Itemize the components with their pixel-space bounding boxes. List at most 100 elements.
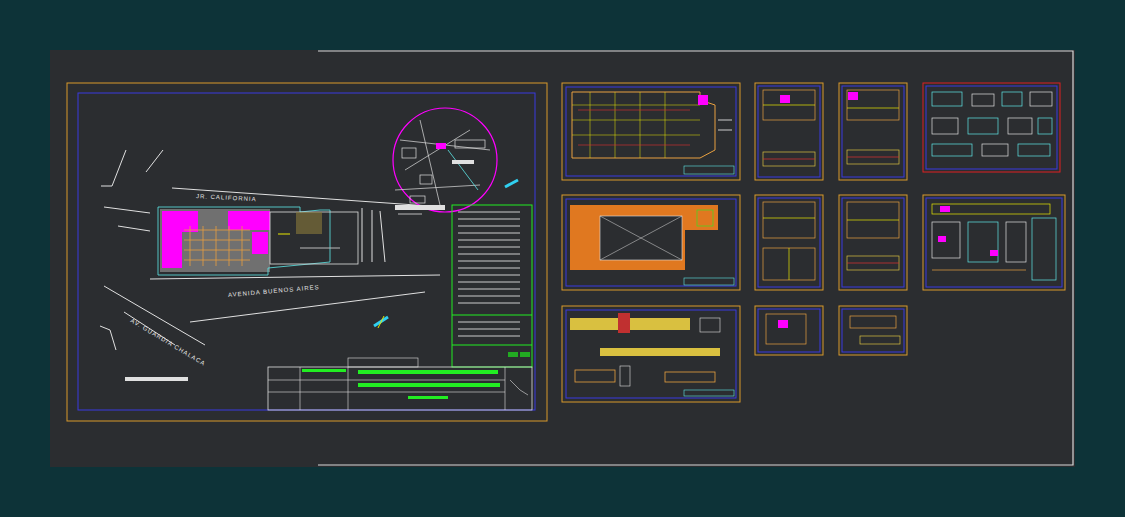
- legend-table: [458, 267, 520, 268]
- building-footprint: [300, 248, 340, 249]
- detail-sheets: [940, 206, 950, 212]
- title-block: [510, 380, 528, 395]
- legend-table: [395, 205, 445, 210]
- title-block: [268, 380, 505, 381]
- small-sheets: [850, 316, 896, 328]
- building-footprint: [228, 211, 270, 230]
- sheet-frames: [562, 306, 740, 402]
- building-footprint: [278, 234, 290, 235]
- building-footprint: [203, 226, 204, 266]
- floor-plan-1: [572, 92, 700, 158]
- elevations: [700, 318, 720, 332]
- street-lines: [362, 208, 363, 262]
- sheet-frames: [755, 195, 823, 290]
- title-block: [300, 367, 301, 410]
- small-sheets: [847, 157, 899, 158]
- location-circle: [395, 185, 480, 190]
- detail-sheets: [1018, 144, 1050, 156]
- location-circle: [393, 108, 497, 212]
- legend-table: [452, 345, 532, 346]
- building-footprint: [252, 232, 268, 254]
- small-sheets: [763, 248, 815, 280]
- legend-table: [452, 205, 532, 367]
- elevations: [600, 348, 720, 356]
- street-lines: [190, 292, 425, 322]
- detail-sheets: [990, 250, 998, 256]
- sheet-frames: [923, 83, 1060, 172]
- legend-table: [458, 321, 520, 322]
- title-block: [302, 369, 346, 372]
- small-sheets: [847, 108, 899, 109]
- sheet-frames: [566, 199, 736, 286]
- legend-table: [458, 302, 520, 303]
- floor-plan-1: [590, 92, 591, 158]
- floor-plan-1: [572, 105, 700, 106]
- elevations: [684, 390, 734, 396]
- model-space: [50, 50, 1075, 467]
- location-circle: [402, 148, 416, 158]
- elevations: [570, 313, 734, 396]
- building-footprint: [184, 230, 250, 231]
- sheet-frames: [758, 86, 820, 177]
- sheet-frames: [566, 87, 736, 176]
- legend-table: [458, 335, 520, 336]
- small-sheets: [847, 220, 899, 221]
- small-sheets: [763, 159, 815, 160]
- title-block: [348, 367, 349, 410]
- site-plan-sheet: [67, 83, 547, 421]
- roof-plan: [684, 278, 734, 285]
- detail-sheets: [1006, 222, 1026, 262]
- legend-table: [458, 225, 520, 226]
- street-lines: [150, 275, 440, 279]
- sheet-frames: [562, 195, 740, 290]
- location-circle: [455, 140, 485, 148]
- location-circle: [400, 140, 490, 150]
- sheet-frames: [926, 86, 1057, 169]
- legend-table: [458, 212, 520, 336]
- floor-plan-1: [572, 92, 734, 174]
- legend-table: [452, 315, 532, 316]
- elevations: [618, 313, 630, 333]
- small-sheets: [766, 314, 806, 344]
- detail-sheets: [932, 144, 972, 156]
- location-circle: [410, 196, 425, 203]
- street-lines: [146, 150, 163, 172]
- title-block: [268, 392, 505, 393]
- title-block: [125, 358, 532, 410]
- building-footprint: [158, 207, 358, 275]
- small-sheets: [763, 90, 815, 120]
- sheet-frames: [755, 306, 823, 355]
- detail-sheets: [1032, 218, 1056, 280]
- title-block: [125, 377, 188, 381]
- legend-table: [458, 218, 520, 219]
- elevations: [665, 372, 715, 382]
- small-sheets: [763, 90, 900, 344]
- title-block: [268, 367, 532, 410]
- model-space: [50, 50, 1075, 467]
- legend-table: [508, 352, 518, 357]
- title-block: [358, 370, 498, 374]
- legend-table: [395, 205, 532, 367]
- sheet-frames: [842, 198, 904, 287]
- legend-table: [458, 328, 520, 329]
- floor-plan-1: [578, 145, 690, 146]
- building-footprint: [162, 211, 198, 232]
- roof-plan: [600, 216, 682, 260]
- detail-sheets: [932, 118, 958, 134]
- street-lines: [380, 211, 385, 262]
- model-space: [318, 51, 1073, 465]
- small-sheets: [847, 90, 899, 120]
- sheet-frames: [755, 83, 823, 180]
- street-lines: [118, 226, 150, 231]
- small-sheets: [763, 105, 815, 106]
- roof-plan: [697, 210, 713, 226]
- sheet-frames: [839, 306, 907, 355]
- legend-table: [398, 214, 422, 215]
- legend-table: [458, 295, 520, 296]
- street-lines: [172, 188, 430, 206]
- legend-table: [458, 239, 520, 240]
- street-lines: [104, 207, 150, 213]
- floor-plan-1: [684, 166, 734, 174]
- building-footprint: [242, 226, 243, 266]
